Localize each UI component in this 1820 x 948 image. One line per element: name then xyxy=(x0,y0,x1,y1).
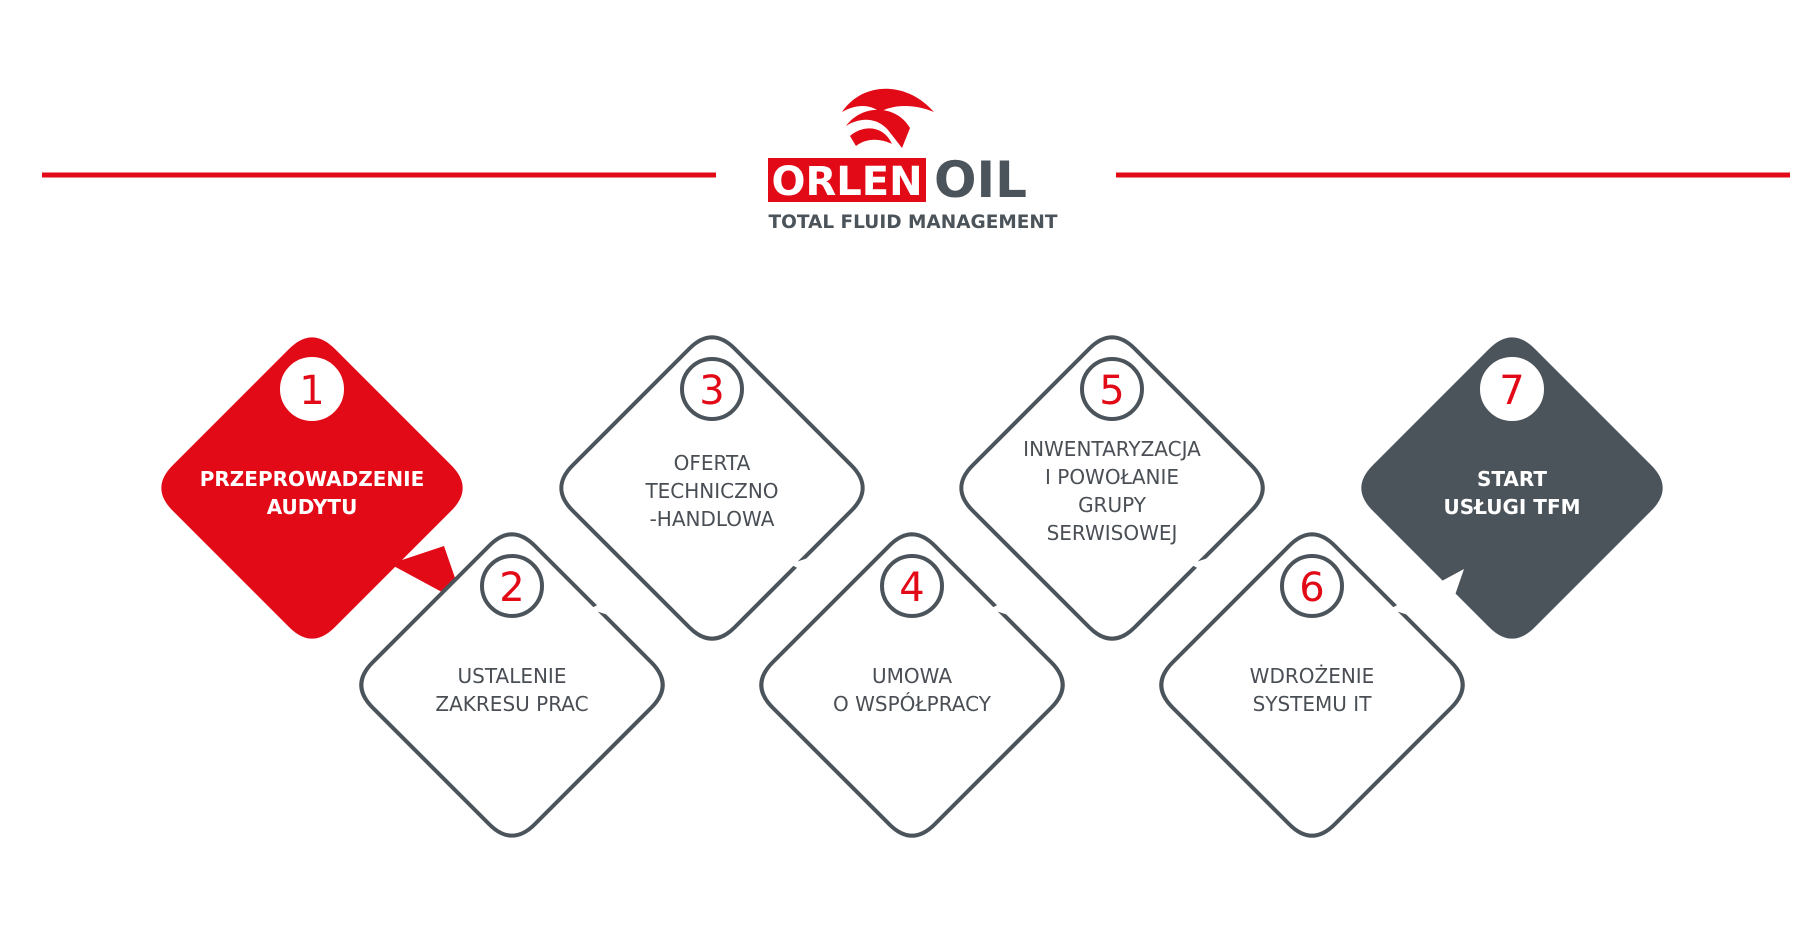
step-3-label-line: -HANDLOWA xyxy=(650,507,775,531)
step-3-label-line: TECHNICZNO xyxy=(644,479,778,503)
eagle-head-icon xyxy=(842,88,934,148)
step-7-diamond xyxy=(1361,337,1663,639)
orlen-oil-logo: ORLEN OIL TOTAL FLUID MANAGEMENT xyxy=(768,88,1058,233)
step-2-label-line: ZAKRESU PRAC xyxy=(435,692,588,716)
step-4-label-line: UMOWA xyxy=(872,664,952,688)
step-5-label-line: I POWOŁANIE xyxy=(1045,465,1179,489)
step-1-label-line: PRZEPROWADZENIE xyxy=(200,467,425,491)
step-6-label-line: WDROŻENIE xyxy=(1250,664,1375,688)
step-1-label-line: AUDYTU xyxy=(267,495,358,519)
step-2-number-badge xyxy=(480,554,544,618)
step-1-diamond xyxy=(161,337,463,639)
step-6-diamond xyxy=(1159,532,1465,838)
step-7-number: 7 xyxy=(1499,368,1524,414)
step-7-label-line: START xyxy=(1477,467,1547,491)
oil-logo-text: OIL xyxy=(934,151,1027,209)
step-4-label-line: O WSPÓŁPRACY xyxy=(833,692,992,716)
step-5-label-line: GRUPY xyxy=(1078,493,1147,517)
step-7-label-line: USŁUGI TFM xyxy=(1443,495,1580,519)
step-6-number: 6 xyxy=(1299,565,1324,611)
step-6-tail xyxy=(1390,569,1464,627)
logo-tagline: TOTAL FLUID MANAGEMENT xyxy=(768,212,1057,233)
step-6-number-badge xyxy=(1280,554,1344,618)
orlen-logo-box xyxy=(768,158,926,202)
step-3-number-badge xyxy=(680,357,744,421)
step-5-label-line: INWENTARYZACJA xyxy=(1023,437,1201,461)
step-4-diamond xyxy=(759,532,1065,838)
step-6-label-line: SYSTEMU IT xyxy=(1253,692,1373,716)
step-1-number: 1 xyxy=(299,368,324,414)
step-5-label-line: SERWISOWEJ xyxy=(1047,521,1178,545)
step-5-number: 5 xyxy=(1099,368,1124,414)
step-5-diamond xyxy=(959,335,1265,641)
step-2-label-line: USTALENIE xyxy=(458,664,567,688)
step-3-label-line: OFERTA xyxy=(674,451,751,475)
orlen-logo-text: ORLEN xyxy=(771,159,922,205)
step-4-number-badge xyxy=(880,554,944,618)
step-7-number-badge xyxy=(1480,357,1544,421)
step-4-number: 4 xyxy=(899,565,924,611)
step-2-number: 2 xyxy=(499,565,524,611)
step-1-number-badge xyxy=(280,357,344,421)
step-3-number: 3 xyxy=(699,368,724,414)
step-2-diamond xyxy=(359,532,665,838)
step-3-diamond xyxy=(559,335,865,641)
step-5-number-badge xyxy=(1080,357,1144,421)
